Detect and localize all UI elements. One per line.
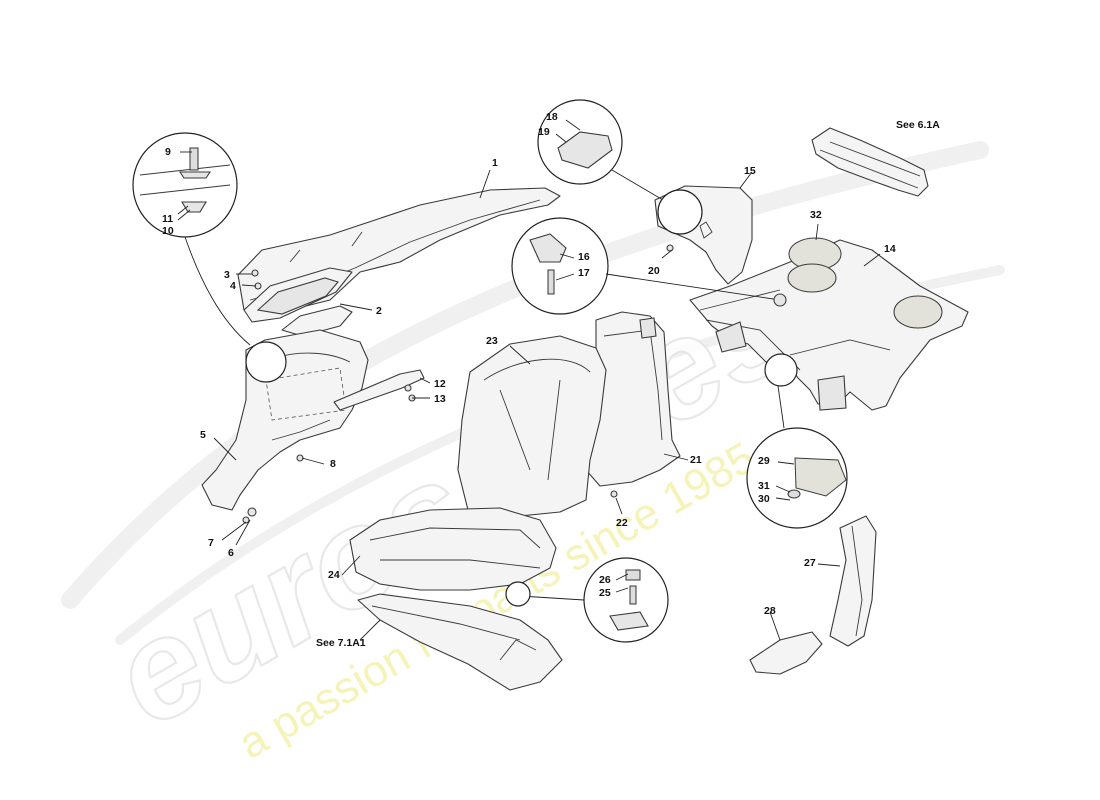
part-12-strip xyxy=(333,369,425,411)
part-labels: 1 2 3 4 5 6 7 8 9 10 11 12 13 14 15 16 1… xyxy=(162,111,940,649)
callout-pad-detail xyxy=(746,371,848,529)
watermark-swoosh xyxy=(61,141,989,609)
part-14-parcel-shelf xyxy=(689,239,969,411)
callout-fastener-detail xyxy=(132,132,251,346)
label-part-5: 5 xyxy=(200,429,206,441)
label-part-19: 19 xyxy=(538,126,550,138)
label-part-8: 8 xyxy=(330,458,336,470)
ref-7-1a1-seat-pan xyxy=(357,593,563,691)
label-part-23: 23 xyxy=(486,335,498,347)
label-part-26: 26 xyxy=(599,574,611,586)
label-part-28: 28 xyxy=(764,605,776,617)
label-part-6: 6 xyxy=(228,547,234,559)
callout-clip-detail xyxy=(537,99,681,211)
label-part-11: 11 xyxy=(162,213,173,225)
label-part-30: 30 xyxy=(758,493,770,505)
label-part-21: 21 xyxy=(690,454,702,466)
label-part-7: 7 xyxy=(208,537,214,549)
label-part-16: 16 xyxy=(578,251,590,263)
label-part-27: 27 xyxy=(804,557,816,569)
label-part-31: 31 xyxy=(758,480,770,492)
label-part-10: 10 xyxy=(162,225,174,237)
part-24-seat-cushion xyxy=(349,507,557,591)
part-27-pillar-trim xyxy=(829,515,877,647)
callout-marker-seat xyxy=(505,581,531,607)
label-part-24: 24 xyxy=(328,569,340,581)
label-part-20: 20 xyxy=(648,265,660,277)
label-ref-6-1a: See 6.1A xyxy=(896,119,940,131)
callout-marker-bulkhead xyxy=(657,189,703,235)
part-32-pads xyxy=(787,237,943,329)
label-part-2: 2 xyxy=(376,305,382,317)
label-part-32: 32 xyxy=(810,209,822,221)
label-part-29: 29 xyxy=(758,455,770,467)
label-part-4: 4 xyxy=(230,280,236,292)
label-part-1: 1 xyxy=(492,157,498,169)
callout-retainer-detail xyxy=(511,217,781,315)
part-28-trim-piece xyxy=(749,631,823,675)
callout-marker-shelf xyxy=(764,353,798,387)
label-part-9: 9 xyxy=(165,146,171,158)
part-23-seat-back-cushion xyxy=(457,335,607,519)
ref-6-1a-panel xyxy=(811,127,929,197)
part-21-seat-back xyxy=(585,311,681,487)
label-part-15: 15 xyxy=(744,165,756,177)
label-part-25: 25 xyxy=(599,587,611,599)
label-part-17: 17 xyxy=(578,267,590,279)
callout-marker-quarter xyxy=(245,341,287,383)
label-part-18: 18 xyxy=(546,111,558,123)
label-part-14: 14 xyxy=(884,243,896,255)
label-part-13: 13 xyxy=(434,393,446,405)
label-part-12: 12 xyxy=(434,378,446,390)
label-part-3: 3 xyxy=(224,269,230,281)
part-5-quarter-panel xyxy=(201,329,369,511)
leader-lines xyxy=(177,119,881,641)
label-part-22: 22 xyxy=(616,517,628,529)
callout-bumper-detail xyxy=(519,557,669,643)
label-ref-7-1a1: See 7.1A1 xyxy=(316,637,366,649)
